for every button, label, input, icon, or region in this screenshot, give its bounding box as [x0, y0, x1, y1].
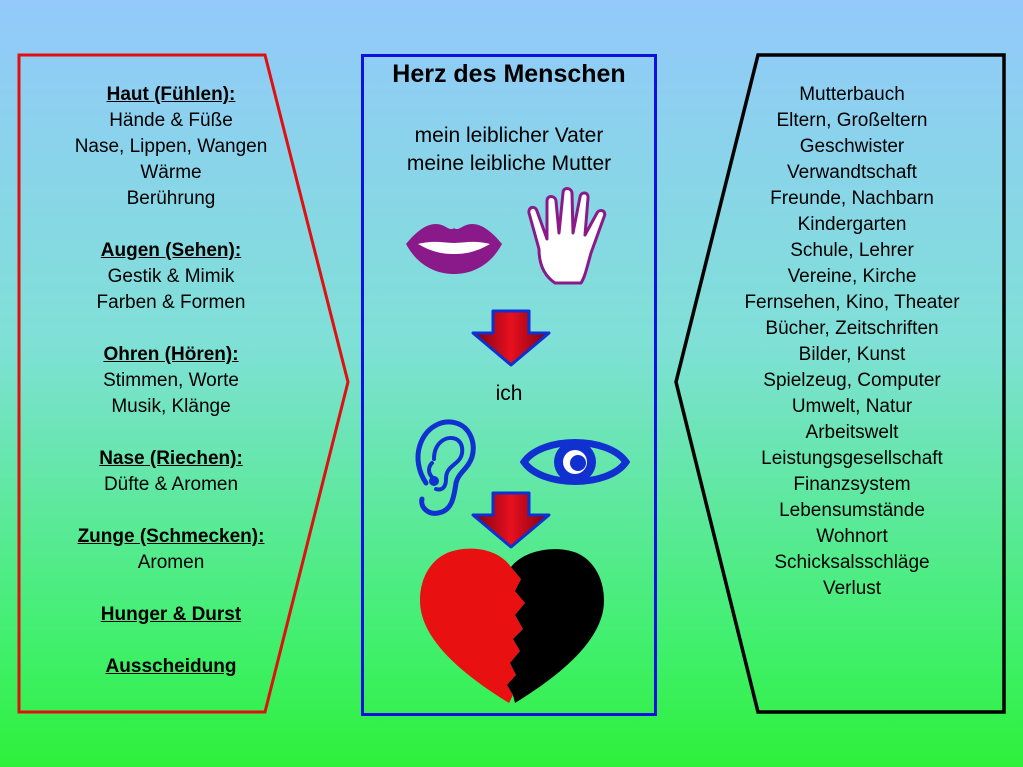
influence-item: Umwelt, Natur	[791, 396, 913, 417]
influence-item: Wohnort	[816, 526, 888, 547]
section-heading: Zunge (Schmecken):	[77, 526, 265, 547]
left-panel-border	[17, 53, 350, 714]
influence-item: Freunde, Nachbarn	[770, 188, 934, 209]
section-line: Farben & Formen	[96, 292, 246, 313]
section-line: Hände & Füße	[109, 110, 233, 131]
center-title: Herz des Menschen	[392, 60, 626, 88]
section-heading: Augen (Sehen):	[100, 240, 242, 261]
lips-icon	[406, 224, 502, 274]
subtitle-father: mein leiblicher Vater	[414, 124, 604, 147]
section-line: Stimmen, Worte	[103, 370, 239, 391]
influence-item: Bücher, Zeitschriften	[765, 318, 939, 339]
influence-item: Mutterbauch	[799, 84, 905, 105]
section-heading: Ausscheidung	[105, 656, 237, 677]
section-gap	[40, 498, 302, 524]
section-gap	[40, 212, 302, 238]
influence-item: Spielzeug, Computer	[763, 370, 941, 391]
influence-item: Vereine, Kirche	[787, 266, 917, 287]
influence-item: Verwandtschaft	[787, 162, 917, 183]
influence-item: Arbeitswelt	[805, 422, 899, 443]
section-heading: Haut (Fühlen):	[106, 84, 236, 105]
down-arrow-icon	[471, 309, 551, 367]
broken-heart-icon	[420, 548, 604, 703]
influence-item: Verlust	[822, 578, 882, 599]
section-line: Berührung	[126, 188, 216, 209]
section-heading: Ohren (Hören):	[103, 344, 239, 365]
down-arrow-icon	[471, 491, 551, 549]
section-line: Nase, Lippen, Wangen	[74, 136, 268, 157]
influence-item: Schule, Lehrer	[790, 240, 914, 261]
section-line: Musik, Klänge	[111, 396, 231, 417]
center-subtitle: mein leiblicher Vater meine leibliche Mu…	[361, 122, 657, 178]
section-heading: Nase (Riechen):	[99, 448, 243, 469]
influence-item: Schicksalsschläge	[774, 552, 930, 573]
section-gap	[40, 576, 302, 602]
center-panel	[361, 54, 657, 716]
center-label-ich: ich	[495, 382, 523, 405]
section-gap	[40, 628, 302, 654]
influence-item: Bilder, Kunst	[798, 344, 906, 365]
influence-item: Finanzsystem	[793, 474, 911, 495]
ear-icon	[415, 419, 476, 516]
eye-icon	[520, 439, 630, 485]
subtitle-mother: meine leibliche Mutter	[406, 152, 612, 175]
influence-item: Leistungsgesellschaft	[761, 448, 943, 469]
influence-item: Lebensumstände	[779, 500, 925, 521]
section-heading: Hunger & Durst	[100, 604, 242, 625]
section-line: Aromen	[137, 552, 205, 573]
influence-item: Fernsehen, Kino, Theater	[744, 292, 960, 313]
hand-icon	[527, 187, 607, 285]
section-gap	[40, 420, 302, 446]
influence-item: Kindergarten	[797, 214, 907, 235]
influence-item: Eltern, Großeltern	[776, 110, 928, 131]
section-line: Gestik & Mimik	[107, 266, 235, 287]
influence-item: Geschwister	[799, 136, 905, 157]
section-line: Wärme	[140, 162, 202, 183]
section-line: Düfte & Aromen	[103, 474, 239, 495]
section-gap	[40, 316, 302, 342]
right-panel-border	[674, 53, 1006, 714]
